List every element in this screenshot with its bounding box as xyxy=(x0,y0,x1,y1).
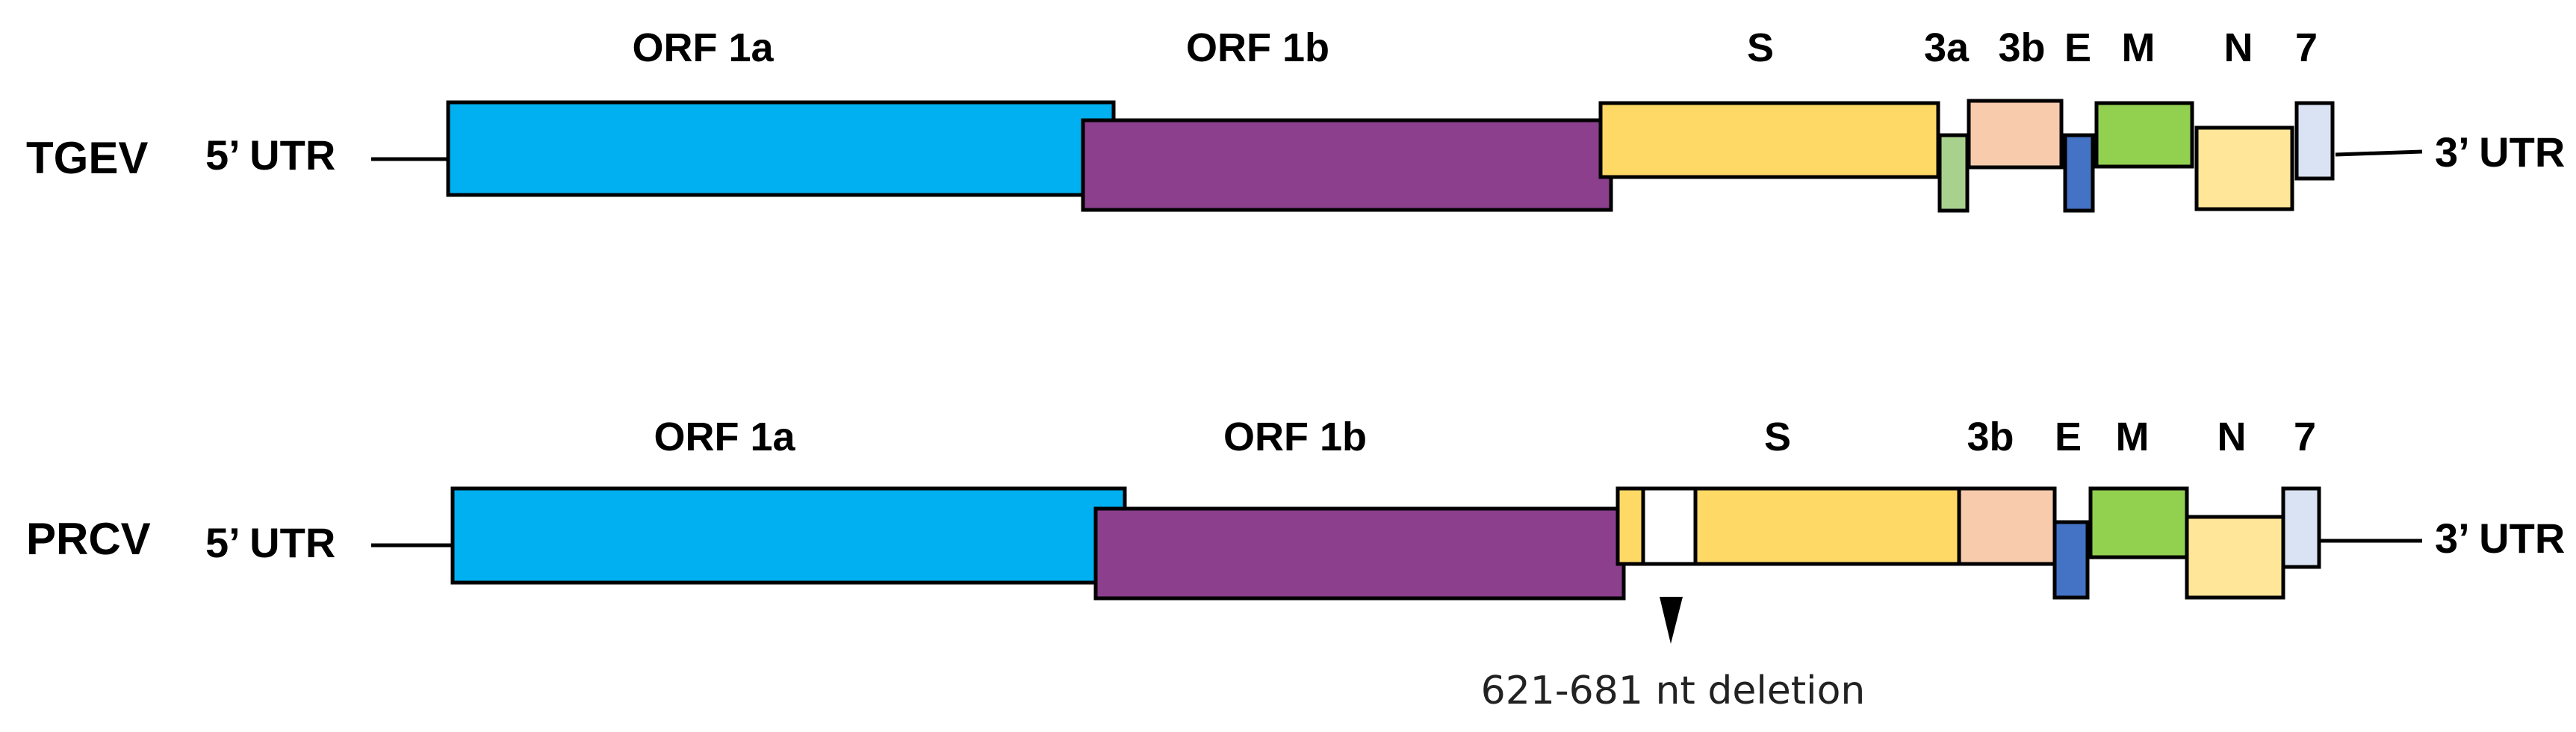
prcv-orf1a-box xyxy=(450,486,1127,585)
tgev-s-label: S xyxy=(1747,25,1774,70)
prcv-7-box xyxy=(2281,486,2321,569)
prcv-n-label: N xyxy=(2217,415,2247,459)
prcv-s-box xyxy=(1693,486,1961,566)
tgev-orf1a-box xyxy=(446,100,1116,197)
prcv-s-box-start xyxy=(1616,486,1645,566)
deletion-arrow-icon xyxy=(1660,597,1683,644)
prcv-e-label: E xyxy=(2055,415,2082,459)
tgev-3a-label: 3a xyxy=(1924,25,1970,70)
prcv-n-box xyxy=(2185,515,2285,600)
tgev-n-box xyxy=(2194,125,2294,211)
tgev-genome: TGEV 5’ UTR 3’ UTR ORF 1a ORF 1b S 3a 3b… xyxy=(26,25,2565,213)
prcv-m-box xyxy=(2088,486,2189,559)
tgev-5utr-label: 5’ UTR xyxy=(205,131,335,179)
prcv-deletion-box xyxy=(1641,486,1698,566)
prcv-3utr-label: 3’ UTR xyxy=(2435,515,2565,562)
prcv-orf1b-box xyxy=(1093,506,1626,601)
prcv-orf1a-label: ORF 1a xyxy=(654,415,795,459)
tgev-3utr-line xyxy=(2335,149,2423,157)
tgev-s-box xyxy=(1598,101,1940,179)
tgev-7-box xyxy=(2294,101,2335,181)
tgev-orf1b-box xyxy=(1081,118,1613,212)
prcv-5utr-label: 5’ UTR xyxy=(205,519,335,566)
prcv-s-label: S xyxy=(1764,415,1791,459)
prcv-7-label: 7 xyxy=(2294,415,2316,459)
prcv-e-box xyxy=(2052,520,2090,600)
prcv-m-label: M xyxy=(2116,415,2150,459)
tgev-m-box xyxy=(2094,101,2194,169)
prcv-name: PRCV xyxy=(26,514,151,564)
tgev-7-label: 7 xyxy=(2295,25,2318,70)
tgev-orf1a-label: ORF 1a xyxy=(632,25,774,70)
tgev-e-box xyxy=(2063,133,2095,213)
tgev-3utr-label: 3’ UTR xyxy=(2435,128,2565,176)
tgev-3a-box xyxy=(1937,133,1970,213)
deletion-note: 621-681 nt deletion xyxy=(1481,669,1866,713)
tgev-3b-label: 3b xyxy=(1998,25,2045,70)
tgev-orf1b-label: ORF 1b xyxy=(1186,25,1329,70)
tgev-3b-box xyxy=(1967,99,2064,170)
prcv-genome: PRCV 5’ UTR 3’ UTR ORF 1a ORF 1b S 3b E … xyxy=(26,415,2565,713)
tgev-m-label: M xyxy=(2122,25,2156,70)
prcv-3b-label: 3b xyxy=(1967,415,2014,459)
tgev-n-label: N xyxy=(2224,25,2253,70)
prcv-orf1b-label: ORF 1b xyxy=(1223,415,1367,459)
prcv-3b-box xyxy=(1957,486,2057,566)
tgev-e-label: E xyxy=(2064,25,2091,70)
tgev-name: TGEV xyxy=(26,133,148,183)
